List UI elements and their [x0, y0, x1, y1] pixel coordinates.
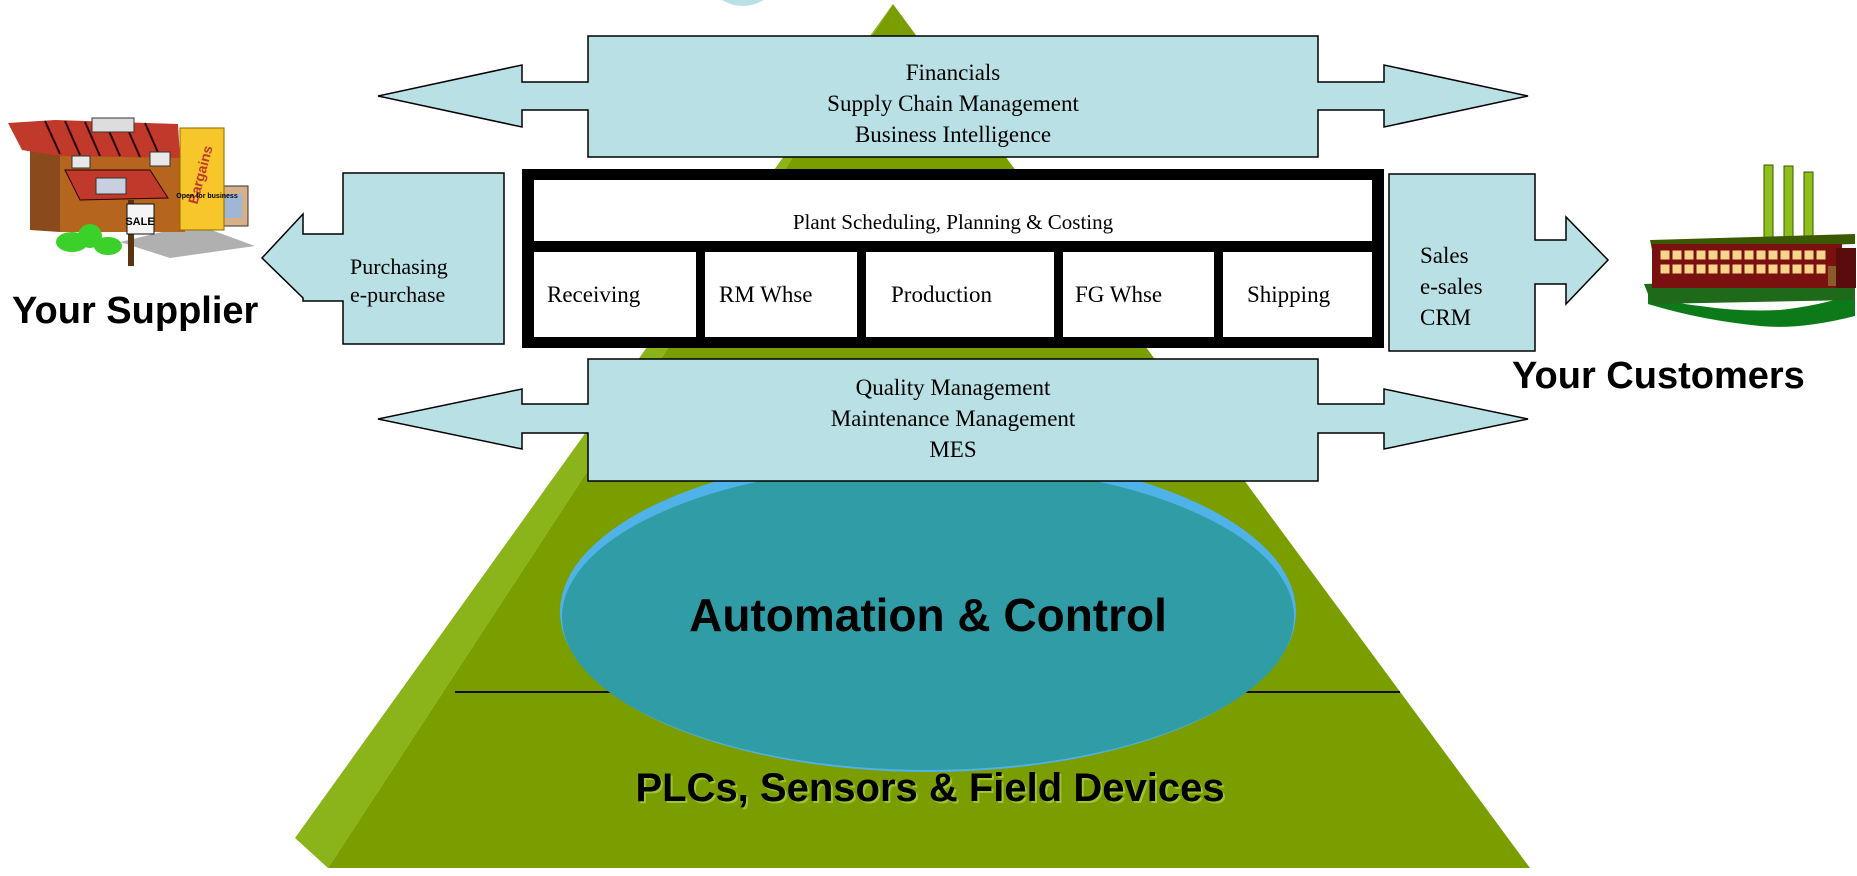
factory-chimney-1: [1763, 164, 1774, 246]
plant-box-header: [534, 180, 1372, 241]
left-arrow-text: Purchasing e-purchase: [350, 253, 448, 309]
store-window-3: [95, 177, 127, 195]
factory-icon: [1644, 164, 1856, 327]
automation-label: Automation & Control: [689, 589, 1167, 641]
plant-cell-rm-whse: [705, 252, 857, 337]
factory-windows: [1659, 249, 1827, 275]
factory-door: [1828, 266, 1836, 286]
cell-label-rm-whse: RM Whse: [719, 282, 813, 307]
store-icon: SALE Bargains Open for business: [8, 117, 255, 266]
plant-box: [522, 169, 1384, 348]
right-arrow-line-crm: CRM: [1420, 305, 1472, 330]
bottom-band-text: Quality Management Maintenance Managemen…: [780, 372, 1126, 465]
plant-cell-production: [866, 252, 1054, 337]
bottom-double-arrow: [377, 358, 1529, 482]
store-annex-window: [224, 194, 242, 218]
sale-sign-text: SALE: [125, 216, 154, 228]
right-arrow-line-esales: e-sales: [1420, 274, 1483, 299]
cell-label-shipping: Shipping: [1247, 282, 1331, 307]
top-band-line-scm: Supply Chain Management: [827, 91, 1079, 116]
right-arrow-line-sales: Sales: [1420, 243, 1469, 268]
field-devices-label: PLCs, Sensors & Field Devices: [635, 766, 1225, 810]
customers-caption: Your Customers: [1512, 355, 1805, 397]
top-band-line-bi: Business Intelligence: [854, 122, 1052, 147]
bargains-banner: [179, 127, 225, 231]
top-band-text: Financials Supply Chain Management Busin…: [780, 57, 1126, 150]
top-double-arrow: [377, 35, 1529, 158]
bottom-band-line-mes: MES: [929, 437, 977, 462]
plant-box-title: Plant Scheduling, Planning & Costing: [792, 210, 1114, 234]
factory-chimney-2: [1783, 165, 1794, 247]
store-shadow: [120, 224, 255, 258]
plant-cell-receiving: [534, 252, 696, 337]
factory-ground: [1648, 292, 1855, 327]
cell-label-production: Production: [891, 282, 992, 307]
ellipse-body: [562, 464, 1294, 770]
store-shrubs: [56, 224, 122, 255]
left-arrow-line-purchasing: Purchasing: [350, 254, 448, 279]
store-window-2: [149, 151, 171, 167]
factory-side-wing: [1836, 248, 1856, 288]
supplier-caption: Your Supplier: [12, 290, 259, 332]
right-arrow: [1388, 173, 1610, 352]
automation-ellipse: [560, 452, 1296, 772]
top-cloud-fragment: [722, 0, 764, 6]
left-arrow: [260, 172, 505, 345]
plant-cell-shipping: [1223, 252, 1372, 337]
cell-label-fg-whse: FG Whse: [1075, 282, 1163, 307]
plant-cell-fg-whse: [1063, 252, 1214, 337]
store-window-1: [71, 155, 91, 169]
right-arrow-text: Sales e-sales CRM: [1420, 240, 1483, 333]
store-dormer: [91, 117, 135, 133]
bottom-band-line-qm: Quality Management: [855, 375, 1051, 400]
bottom-band-line-mm: Maintenance Management: [830, 406, 1076, 431]
left-arrow-line-epurchase: e-purchase: [350, 282, 446, 307]
open-for-business-text: Open for business: [176, 193, 238, 200]
sale-sign-board: [126, 203, 155, 235]
top-band-line-financials: Financials: [905, 60, 1001, 85]
cell-label-receiving: Receiving: [547, 282, 641, 307]
